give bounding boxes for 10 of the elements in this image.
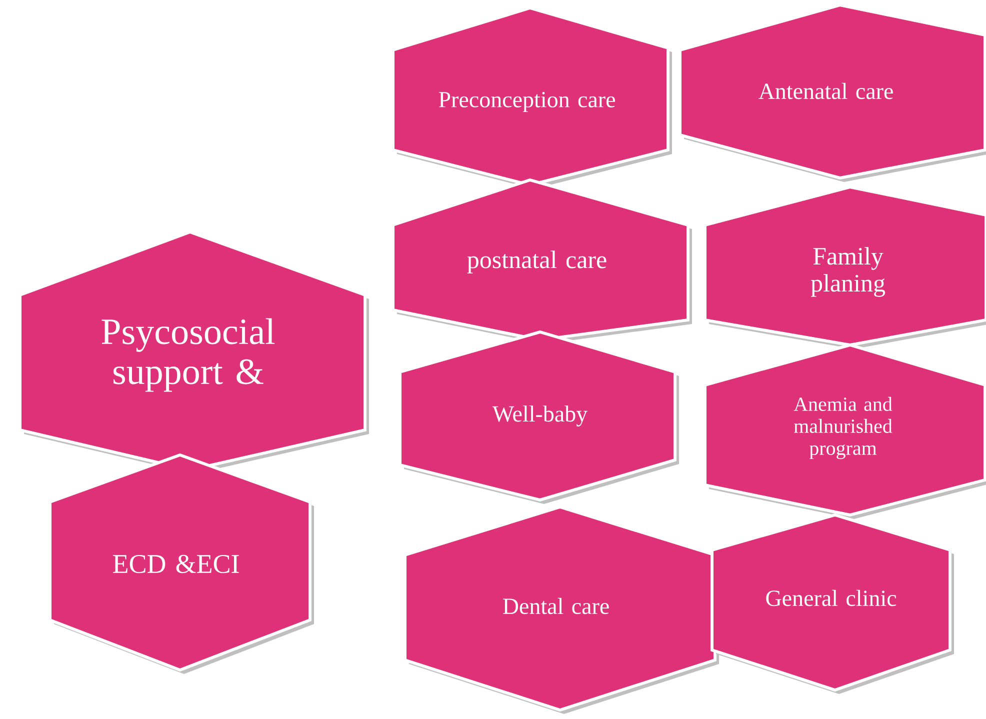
hexagon: postnatal care — [392, 178, 692, 344]
hexagon: Well-baby — [398, 330, 679, 504]
hexagon: Anemia and malnurished program — [704, 343, 986, 519]
hexagon: Preconception care — [392, 6, 672, 189]
hexagon: Psycosocial support & — [18, 230, 369, 474]
hexagon: General clinic — [710, 513, 954, 694]
hexagon: Antenatal care — [678, 3, 986, 182]
hexagon: Family planing — [704, 185, 986, 349]
hexagon: ECD &ECI — [48, 453, 314, 674]
hexagon: Dental care — [404, 505, 719, 714]
